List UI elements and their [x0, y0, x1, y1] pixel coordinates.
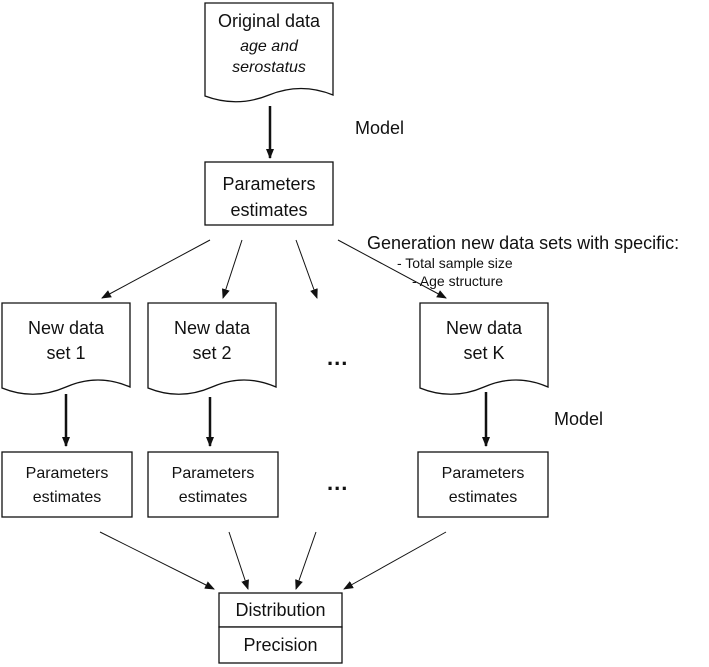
dataset-k-shape [419, 302, 549, 395]
arrow-params-k-to-distribution [343, 531, 447, 590]
params-2-line2: estimates [178, 489, 248, 506]
precision-box [218, 626, 343, 664]
params-1-line1: Parameters [25, 465, 109, 482]
original-data-line2: serostatus [232, 59, 306, 76]
dataset-k-line2: set K [463, 343, 505, 363]
ellipsis-datasets: ... [327, 345, 349, 370]
generation-item-sample-size: - Total sample size [397, 255, 513, 271]
params-1-line2: estimates [32, 489, 102, 506]
distribution-label: Distribution [235, 600, 326, 620]
original-data-title: Original data [217, 11, 321, 31]
top-params-line2: estimates [230, 200, 308, 220]
model-label-top: Model [355, 118, 405, 138]
top-params-line1: Parameters [222, 174, 316, 194]
dataset-1-line1: New data [27, 318, 105, 338]
arrow-ellipsis-to-distribution [295, 531, 317, 590]
generation-heading: Generation new data sets with specific: [367, 233, 680, 253]
arrow-to-set-2 [222, 239, 243, 299]
params-k-line1: Parameters [441, 465, 525, 482]
arrow-to-ellipsis [295, 239, 318, 299]
params-k-line2: estimates [448, 489, 518, 506]
generation-item-age-structure: - Age structure [412, 273, 504, 289]
ellipsis-params: ... [327, 470, 349, 495]
precision-label: Precision [243, 635, 318, 655]
distribution-box [218, 592, 343, 628]
params-2-line1: Parameters [171, 465, 255, 482]
dataset-1-shape [1, 302, 131, 395]
arrow-to-set-1 [101, 239, 211, 299]
arrow-to-set-k [337, 239, 447, 299]
dataset-2-line1: New data [173, 318, 251, 338]
arrow-params-2-to-distribution [228, 531, 249, 590]
model-label-bottom: Model [554, 409, 604, 429]
params-box-2 [147, 451, 279, 518]
dataset-2-line2: set 2 [192, 343, 232, 363]
dataset-k-line1: New data [445, 318, 523, 338]
dataset-1-line2: set 1 [46, 343, 86, 363]
original-data-line1: age and [240, 38, 298, 55]
original-data-shape [204, 2, 334, 103]
params-box-k [417, 451, 549, 518]
params-box-1 [1, 451, 133, 518]
arrow-params-1-to-distribution [99, 531, 215, 590]
top-params-box [204, 161, 334, 226]
dataset-2-shape [147, 302, 277, 395]
